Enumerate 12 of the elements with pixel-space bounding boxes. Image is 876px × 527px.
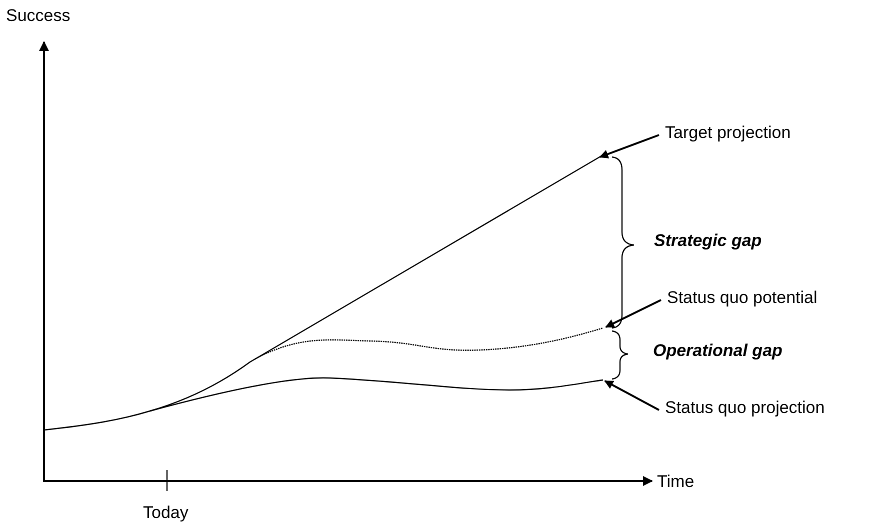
leader-line [599, 134, 660, 158]
axis-title: Time [657, 472, 694, 492]
callout-text: Status quo potential [667, 288, 818, 308]
axis-title: Success [6, 6, 70, 26]
leader-line [604, 380, 660, 411]
callout-text: Status quo projection [665, 398, 825, 418]
status-quo-projection-curve [44, 377, 604, 431]
gap-label: Operational gap [653, 341, 782, 361]
tick-label: Today [143, 503, 188, 523]
leader-line [605, 299, 662, 328]
callout-text: Target projection [665, 123, 791, 143]
gap-label: Strategic gap [654, 231, 762, 251]
